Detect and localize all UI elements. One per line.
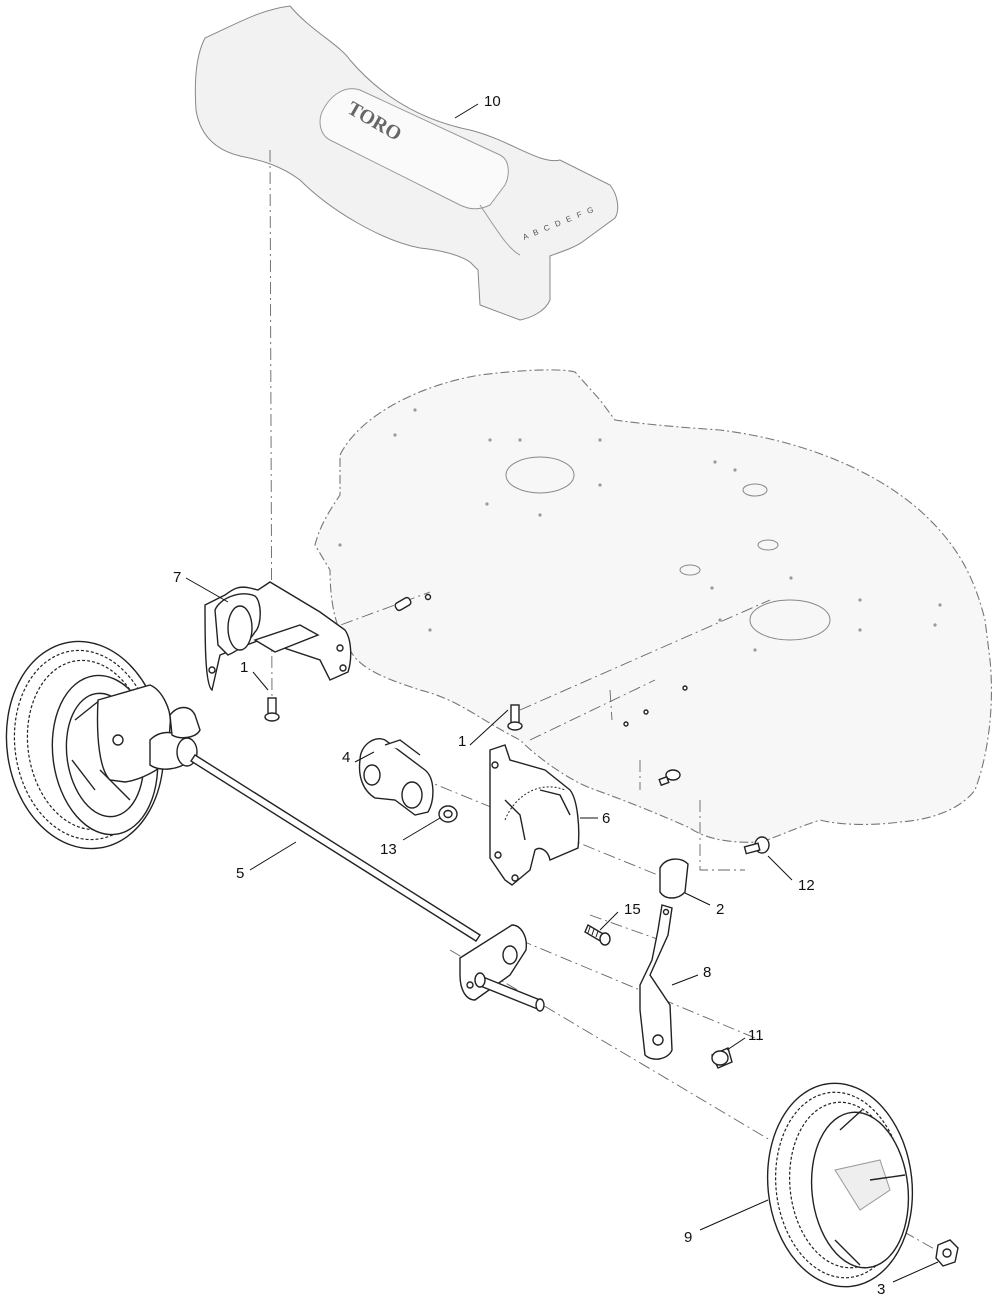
screw-part-15	[584, 923, 611, 946]
lock-nut-part-3	[935, 1239, 959, 1267]
right-axle-bracket	[459, 924, 545, 1012]
callout-1a: 1	[240, 659, 248, 676]
callout-3: 3	[877, 1281, 885, 1297]
callout-9: 9	[684, 1229, 692, 1246]
right-wheel-part-9	[766, 1082, 914, 1288]
deck-pins	[394, 593, 432, 612]
ratchet-plate-part-6	[489, 744, 580, 886]
rear-cover-part-10: TORO A B C D E F G	[194, 5, 619, 321]
callout-12: 12	[798, 877, 815, 894]
bolt-part-1b	[507, 704, 523, 731]
callout-4: 4	[342, 749, 350, 766]
callout-15: 15	[624, 901, 641, 918]
callout-11: 11	[748, 1027, 764, 1044]
flange-bolt-part-11	[711, 1047, 733, 1069]
bolt-part-1a	[264, 697, 280, 722]
callout-6: 6	[602, 810, 610, 827]
pivot-block-part-4	[358, 738, 434, 816]
callout-13: 13	[380, 841, 397, 858]
small-fasteners	[623, 685, 688, 787]
callout-10: 10	[484, 93, 501, 110]
mower-deck-ghost	[314, 369, 993, 843]
nut-part-13	[438, 805, 458, 823]
leader-lines	[185, 103, 939, 1283]
callout-8: 8	[703, 964, 711, 981]
height-lever-part-8	[639, 904, 673, 1060]
callout-1b: 1	[458, 733, 466, 750]
grip-part-2	[659, 858, 689, 899]
callout-2: 2	[716, 901, 724, 918]
bolt-part-12	[743, 836, 770, 855]
callout-5: 5	[236, 865, 244, 882]
axle-rod-part-5	[190, 754, 481, 942]
callout-7: 7	[173, 569, 181, 586]
left-pivot-bracket	[96, 684, 201, 783]
height-bracket-part-7	[204, 581, 352, 692]
callout-labels: 10 7 1 1 4 13 6 5 12 2 15 8 11 9 3	[173, 93, 885, 1297]
